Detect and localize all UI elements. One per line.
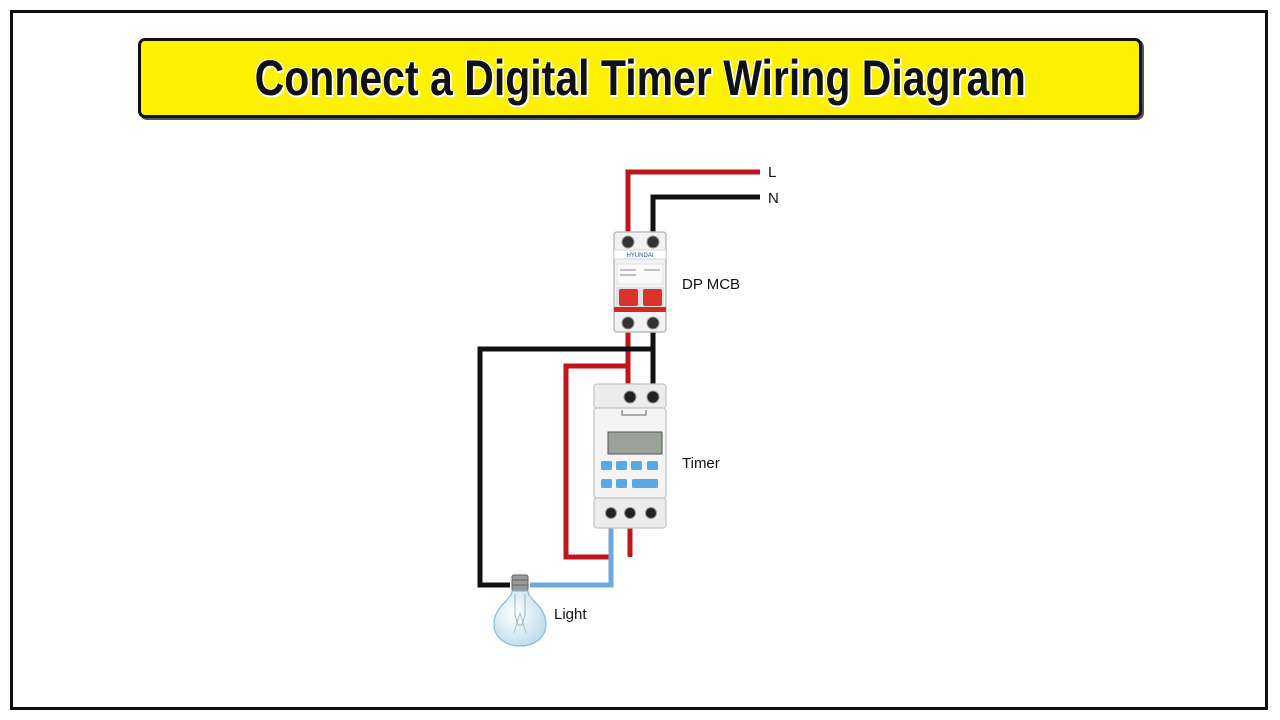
- line-label: L: [768, 164, 776, 181]
- timer-button: [601, 461, 612, 470]
- mcb-handle-left: [619, 289, 638, 306]
- timer-button: [647, 461, 658, 470]
- mcb-label: DP MCB: [682, 276, 740, 293]
- timer-label: Timer: [682, 455, 720, 472]
- title-banner: Connect a Digital Timer Wiring Diagram: [138, 38, 1142, 118]
- timer-button: [631, 461, 642, 470]
- mcb-brand-text: HYUNDAI: [626, 253, 653, 259]
- page-title: Connect a Digital Timer Wiring Diagram: [254, 50, 1026, 106]
- timer-lcd-display: [607, 431, 663, 455]
- timer-button: [616, 461, 627, 470]
- neutral-label: N: [768, 190, 779, 207]
- light-bulb-icon: [493, 574, 547, 647]
- neutral-to-light-wire: [477, 346, 653, 588]
- line-loop-wire: [563, 363, 628, 560]
- dp-mcb: HYUNDAI: [613, 231, 667, 333]
- neutral-supply-wire: [650, 194, 760, 242]
- mcb-handle-right: [643, 289, 662, 306]
- timer-button: [601, 479, 612, 488]
- timer-button: [616, 479, 627, 488]
- load-wire: [530, 512, 614, 588]
- digital-timer: [593, 383, 667, 529]
- diagram-frame: [10, 10, 1268, 710]
- line-supply-wire: [625, 169, 760, 242]
- timer-manual-button: [632, 479, 658, 488]
- light-label: Light: [554, 606, 587, 623]
